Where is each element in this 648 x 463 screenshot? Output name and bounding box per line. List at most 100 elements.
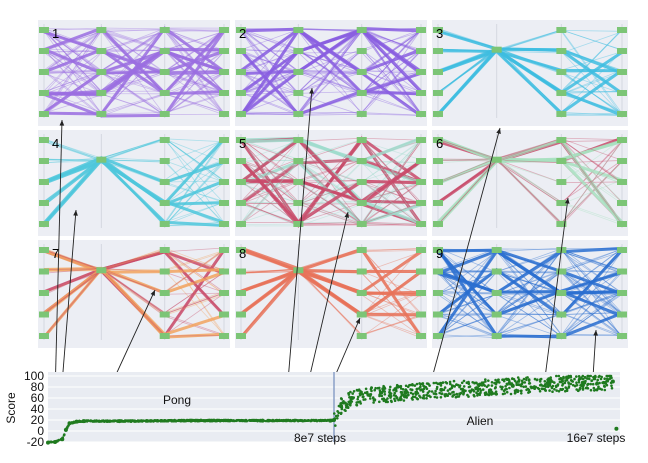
score-key-point [46, 440, 50, 445]
panel-line [43, 30, 226, 118]
panel-line [437, 270, 623, 314]
panel-line [240, 48, 422, 115]
panel-line [437, 49, 623, 117]
panel-line [437, 249, 623, 335]
score-point [278, 419, 282, 422]
score-point [577, 380, 581, 384]
panel-line [240, 268, 422, 337]
score-point [561, 382, 565, 386]
score-point [595, 382, 598, 385]
panel-line [43, 266, 225, 339]
panel-line [43, 267, 225, 296]
score-point [398, 396, 402, 400]
panel-line [437, 312, 623, 335]
panel-node [219, 268, 229, 275]
panel-node [356, 137, 367, 143]
panel-node [491, 290, 502, 296]
score-point [547, 380, 550, 383]
score-point [378, 400, 381, 404]
score-point [544, 389, 547, 392]
panel-node [617, 200, 627, 206]
panel-node [159, 90, 170, 96]
panel-node [433, 290, 443, 296]
panel-node [293, 267, 304, 274]
panel-node [433, 69, 443, 75]
score-point [523, 381, 527, 384]
score-point [383, 393, 387, 396]
panel-line [437, 157, 623, 226]
score-point [400, 392, 404, 396]
y-tick-label: -20 [27, 435, 45, 449]
panel-node [416, 137, 426, 143]
panel-line [239, 49, 422, 117]
score-point [425, 393, 428, 397]
panel-node [39, 200, 49, 206]
panel-line [437, 250, 623, 338]
panel-node [433, 268, 443, 275]
score-point [589, 388, 593, 392]
panel-node [219, 200, 229, 206]
score-point [452, 390, 455, 394]
arrow-head [355, 318, 360, 324]
score-point [415, 387, 419, 391]
score-point [462, 393, 465, 396]
panel-node [433, 90, 443, 96]
panel-line [43, 29, 225, 75]
score-key-point [74, 419, 79, 424]
score-point [284, 419, 288, 423]
panel-node [556, 111, 567, 117]
panel-line [437, 270, 623, 293]
panel-line [43, 271, 225, 337]
annotation-8e7-steps: 8e7 steps [294, 431, 346, 445]
score-point [343, 401, 346, 405]
score-point [433, 395, 437, 399]
panel-node [556, 268, 567, 275]
score-point [533, 385, 536, 388]
score-point [476, 389, 480, 393]
panel-line [43, 28, 225, 92]
panel-line [437, 139, 623, 183]
score-point [419, 385, 422, 389]
panel-line [240, 202, 422, 225]
score-point [493, 381, 496, 385]
score-point [422, 384, 425, 388]
panel-line [240, 160, 422, 227]
score-key-point [328, 418, 333, 423]
panel-number-label: 2 [239, 26, 246, 41]
score-point [334, 424, 337, 427]
panel-line [437, 269, 623, 337]
score-key-point [53, 440, 58, 444]
score-point [89, 419, 92, 423]
score-point [439, 396, 443, 399]
score-point [565, 389, 568, 392]
panel-node [159, 48, 170, 54]
panel-line [240, 70, 422, 93]
panel-node [219, 137, 229, 143]
panel-line [240, 29, 422, 95]
panel-line [43, 137, 225, 182]
panel-node [617, 111, 627, 117]
score-point [597, 385, 600, 389]
score-point [415, 382, 419, 386]
score-point [302, 419, 305, 423]
panel-node [219, 311, 229, 318]
panel-node [416, 69, 426, 75]
score-point [516, 376, 520, 379]
score-point [146, 419, 150, 423]
score-point [66, 425, 69, 429]
panel-node [491, 46, 502, 53]
annotation-pong: Pong [163, 393, 191, 407]
score-point [356, 397, 360, 401]
panel-number-label: 5 [239, 136, 246, 151]
score-key-point [117, 419, 122, 424]
panel-node [293, 27, 304, 33]
score-point [443, 386, 447, 389]
panel-node [356, 179, 367, 185]
score-point [543, 380, 547, 383]
panel-8: 8 [235, 240, 427, 348]
panel-node [433, 158, 443, 164]
score-point [525, 388, 528, 392]
score-point [547, 377, 550, 380]
score-point [494, 390, 498, 394]
